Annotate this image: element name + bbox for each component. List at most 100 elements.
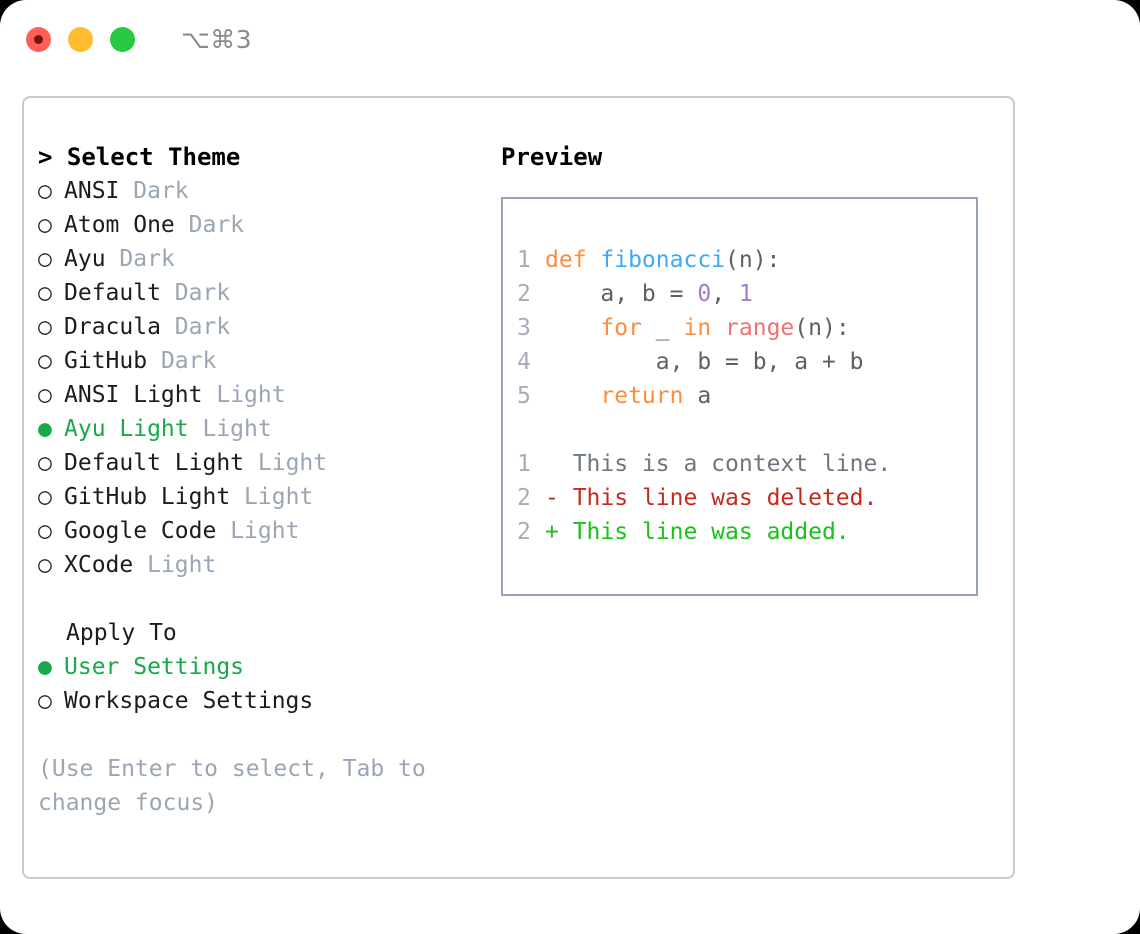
radio-unselected-icon: ○ xyxy=(38,518,52,544)
radio-unselected-icon: ○ xyxy=(38,688,52,714)
theme-variant-label: Light xyxy=(244,484,314,510)
code-token: 1 xyxy=(738,281,753,307)
radio-unselected-icon: ○ xyxy=(38,552,52,578)
line-number: 2 xyxy=(517,281,531,307)
code-token: fibonacci xyxy=(600,247,726,273)
theme-list-item[interactable]: ○Default Light Light xyxy=(38,446,458,480)
diff-line: 2+ This line was added. xyxy=(517,515,976,549)
theme-list-item[interactable]: ○GitHub Light Light xyxy=(38,480,458,514)
theme-variant-label: Dark xyxy=(188,212,245,238)
title-bar: ⌥⌘3 xyxy=(0,0,1140,78)
code-token: def xyxy=(545,247,601,273)
code-token: (n): xyxy=(794,315,850,341)
code-token: for xyxy=(600,315,642,341)
code-token: range xyxy=(725,315,795,341)
radio-unselected-icon: ○ xyxy=(38,382,52,408)
code-token: , xyxy=(711,281,739,307)
apply-to-label: User Settings xyxy=(64,654,245,680)
theme-list-item[interactable]: ○ Default Dark xyxy=(38,276,458,310)
line-number: 2 xyxy=(517,485,531,511)
theme-list: ○ANSI Dark○Atom One Dark○Ayu Dark○Defaul… xyxy=(38,174,458,582)
radio-unselected-icon: ○ xyxy=(38,212,52,238)
radio-unselected-icon: ○ xyxy=(38,178,52,204)
code-sample: 1 def fibonacci (n): 2 a, b = 0, 1 3 for _ i… xyxy=(517,243,976,413)
apply-to-item[interactable]: ● User Settings xyxy=(38,650,458,684)
radio-unselected-icon: ○ xyxy=(38,280,52,306)
diff-sample: 1 This is a context line.2- This line wa… xyxy=(517,447,976,549)
content-frame: > Select Theme ○ANSI Dark○Atom One Dark○… xyxy=(22,96,1015,879)
theme-list-item[interactable]: ○ Ayu Dark xyxy=(38,242,458,276)
theme-list-item[interactable]: ○ GitHub Dark xyxy=(38,344,458,378)
diff-line: 2- This line was deleted. xyxy=(517,481,976,515)
theme-name-label: GitHub xyxy=(64,348,148,374)
theme-name-label: Default xyxy=(64,280,161,306)
theme-name-label: Atom One xyxy=(64,212,175,238)
close-window-button[interactable] xyxy=(26,26,51,52)
maximize-window-button[interactable] xyxy=(110,26,135,52)
line-number: 5 xyxy=(517,383,531,409)
diff-prefix xyxy=(545,451,573,477)
theme-variant-label: Dark xyxy=(119,246,175,272)
theme-name-label: Dracula xyxy=(64,314,161,340)
theme-name-label: GitHub Light xyxy=(64,484,231,510)
theme-name-label: ANSI xyxy=(64,178,120,204)
theme-variant-label: Light xyxy=(257,450,328,476)
theme-list-item[interactable]: ○ Atom One Dark xyxy=(38,208,458,242)
code-line: 5 return a xyxy=(517,379,976,413)
apply-to-label: Workspace Settings xyxy=(64,688,314,714)
minimize-window-button[interactable] xyxy=(68,26,93,52)
traffic-lights xyxy=(26,26,135,52)
diff-text: This is a context line. xyxy=(572,451,892,477)
code-diff-separator xyxy=(517,413,976,447)
preview-heading: Preview xyxy=(501,143,603,171)
diff-prefix: + xyxy=(545,519,573,545)
apply-to-list: ● User Settings ○ Workspace Settings xyxy=(38,650,458,718)
theme-list-item[interactable]: ○ Dracula Dark xyxy=(38,310,458,344)
line-number: 2 xyxy=(517,519,531,545)
apply-to-heading: Apply To xyxy=(66,620,177,646)
code-token xyxy=(545,315,600,341)
theme-variant-label: Light xyxy=(230,518,300,544)
theme-name-label: XCode xyxy=(64,552,134,578)
line-number: 1 xyxy=(517,247,531,273)
code-token: in xyxy=(683,315,712,341)
code-token: a xyxy=(683,383,712,409)
theme-selector-panel: > Select Theme ○ANSI Dark○Atom One Dark○… xyxy=(38,140,458,820)
keyboard-hint-text: (Use Enter to select, Tab to change focu… xyxy=(38,756,440,816)
apply-to-item[interactable]: ○ Workspace Settings xyxy=(38,684,458,718)
radio-unselected-icon: ○ xyxy=(38,246,52,272)
code-token: 0 xyxy=(697,281,712,307)
radio-selected-icon: ● xyxy=(38,416,52,442)
radio-selected-icon: ● xyxy=(38,654,52,680)
code-token: a, b = b, a + b xyxy=(545,349,864,375)
theme-list-item[interactable]: ○ANSI Light Light xyxy=(38,378,458,412)
theme-list-item[interactable]: ○ Google Code Light xyxy=(38,514,458,548)
keyboard-shortcut-label: ⌥⌘3 xyxy=(181,24,253,54)
theme-list-item[interactable]: ○XCode Light xyxy=(38,548,458,582)
radio-unselected-icon: ○ xyxy=(38,314,52,340)
theme-variant-label: Dark xyxy=(174,280,231,306)
theme-list-item[interactable]: ●Ayu Light Light xyxy=(38,412,458,446)
diff-text: This line was deleted. xyxy=(572,485,878,511)
preview-box: 1 def fibonacci (n): 2 a, b = 0, 1 3 for _ i… xyxy=(501,197,978,596)
diff-line: 1 This is a context line. xyxy=(517,447,976,481)
theme-name-label: Ayu xyxy=(64,246,106,272)
code-token: a, b = xyxy=(545,281,698,307)
theme-variant-label: Dark xyxy=(133,178,189,204)
theme-name-label: Ayu Light xyxy=(64,416,189,442)
code-token xyxy=(545,383,600,409)
line-number: 3 xyxy=(517,315,531,341)
theme-variant-label: Dark xyxy=(174,314,231,340)
radio-unselected-icon: ○ xyxy=(38,450,52,476)
theme-name-label: Google Code xyxy=(64,518,217,544)
diff-prefix: - xyxy=(545,485,573,511)
theme-list-item[interactable]: ○ ANSI Dark xyxy=(38,174,458,208)
code-token: return xyxy=(600,383,684,409)
code-line: 4 a, b = b, a + b xyxy=(517,345,976,379)
close-dot-icon xyxy=(34,34,43,44)
radio-unselected-icon: ○ xyxy=(38,348,52,374)
theme-variant-label: Dark xyxy=(160,348,217,374)
code-token: _ xyxy=(641,315,684,341)
